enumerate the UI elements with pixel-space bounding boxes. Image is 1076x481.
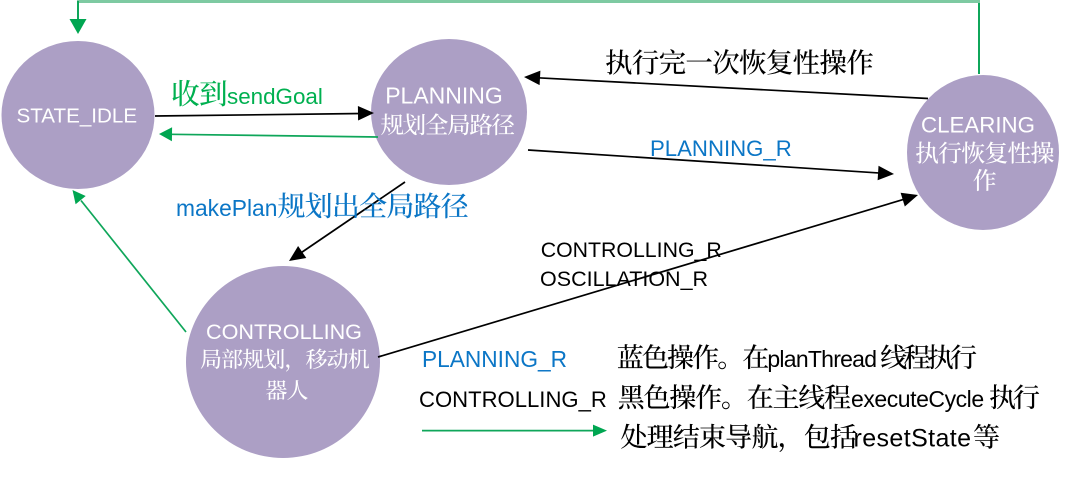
svg-text:CONTROLLING: CONTROLLING <box>206 319 362 344</box>
svg-text:PLANNING_R: PLANNING_R <box>650 136 792 161</box>
svg-text:executeCycle: executeCycle <box>851 386 984 412</box>
svg-text:PLANNING_R: PLANNING_R <box>422 346 567 372</box>
svg-text:CONTROLLING_R: CONTROLLING_R <box>419 387 607 412</box>
svg-text:planThread: planThread <box>767 346 876 372</box>
svg-text:sendGoal: sendGoal <box>227 84 323 109</box>
svg-text:CONTROLLING_R: CONTROLLING_R <box>541 238 722 262</box>
svg-text:PLANNING: PLANNING <box>385 83 503 109</box>
svg-text:STATE_IDLE: STATE_IDLE <box>17 105 138 128</box>
svg-text:CLEARING: CLEARING <box>921 112 1035 137</box>
svg-text:makePlan: makePlan <box>176 195 277 221</box>
svg-text:resetState: resetState <box>854 425 972 453</box>
svg-text:OSCILLATION_R: OSCILLATION_R <box>540 267 708 291</box>
